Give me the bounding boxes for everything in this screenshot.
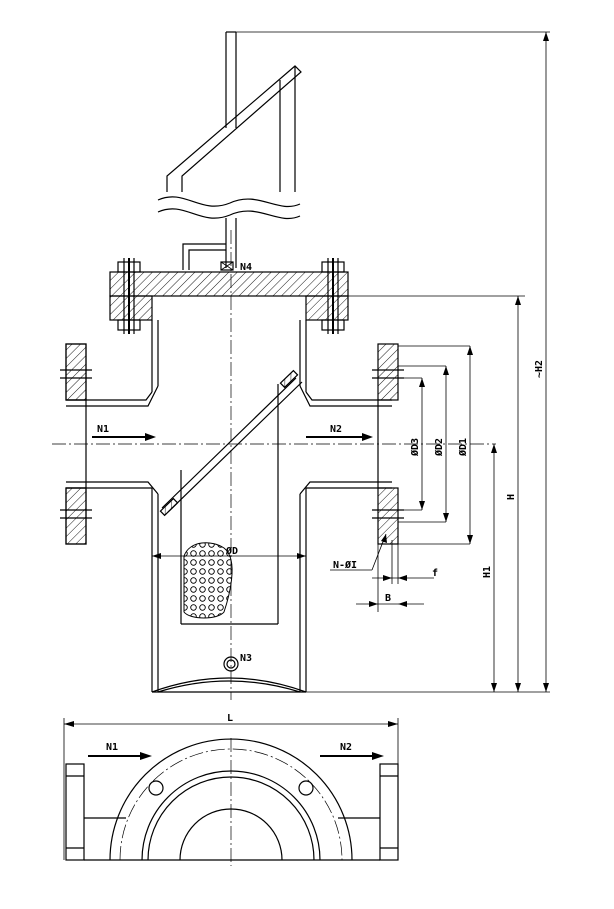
drain-n3	[223, 656, 239, 672]
label-od: ØD	[225, 545, 238, 557]
dim-b-f	[356, 540, 434, 612]
left-flange	[60, 343, 92, 545]
label-od1: ØD1	[457, 438, 469, 457]
label-b: B	[385, 593, 391, 604]
label-od2: ØD2	[433, 438, 445, 457]
label-f: f	[432, 568, 438, 579]
label-h: H	[506, 494, 517, 500]
right-flange	[372, 343, 470, 545]
label-l: L	[227, 713, 233, 724]
label-h2: ~H2	[534, 360, 545, 378]
label-n3: N3	[240, 653, 252, 664]
filter-basket	[159, 369, 303, 625]
label-n2-front: N2	[330, 424, 342, 435]
front-view: N1 N2 N4 N3 ØD N-ØI f B ØD3 ØD2 ØD1 H1 H…	[52, 31, 550, 700]
label-n1-front: N1	[97, 424, 109, 435]
label-n4: N4	[240, 262, 252, 273]
label-od3: ØD3	[409, 438, 421, 457]
strainer-body	[151, 320, 550, 693]
dim-od	[152, 553, 306, 559]
label-h1: H1	[482, 566, 493, 578]
plan-view: L N1 N2	[63, 713, 399, 866]
flow-arrows-front	[92, 433, 373, 441]
label-ni: N-ØI	[333, 559, 357, 571]
lifting-handle	[157, 31, 550, 268]
dim-heights	[491, 32, 549, 692]
dim-flange-diameters	[419, 346, 473, 544]
leader-ni	[330, 533, 387, 571]
label-n2-plan: N2	[340, 742, 352, 753]
label-n1-plan: N1	[106, 742, 118, 753]
pipe-section	[52, 385, 496, 495]
top-cover	[109, 258, 525, 334]
